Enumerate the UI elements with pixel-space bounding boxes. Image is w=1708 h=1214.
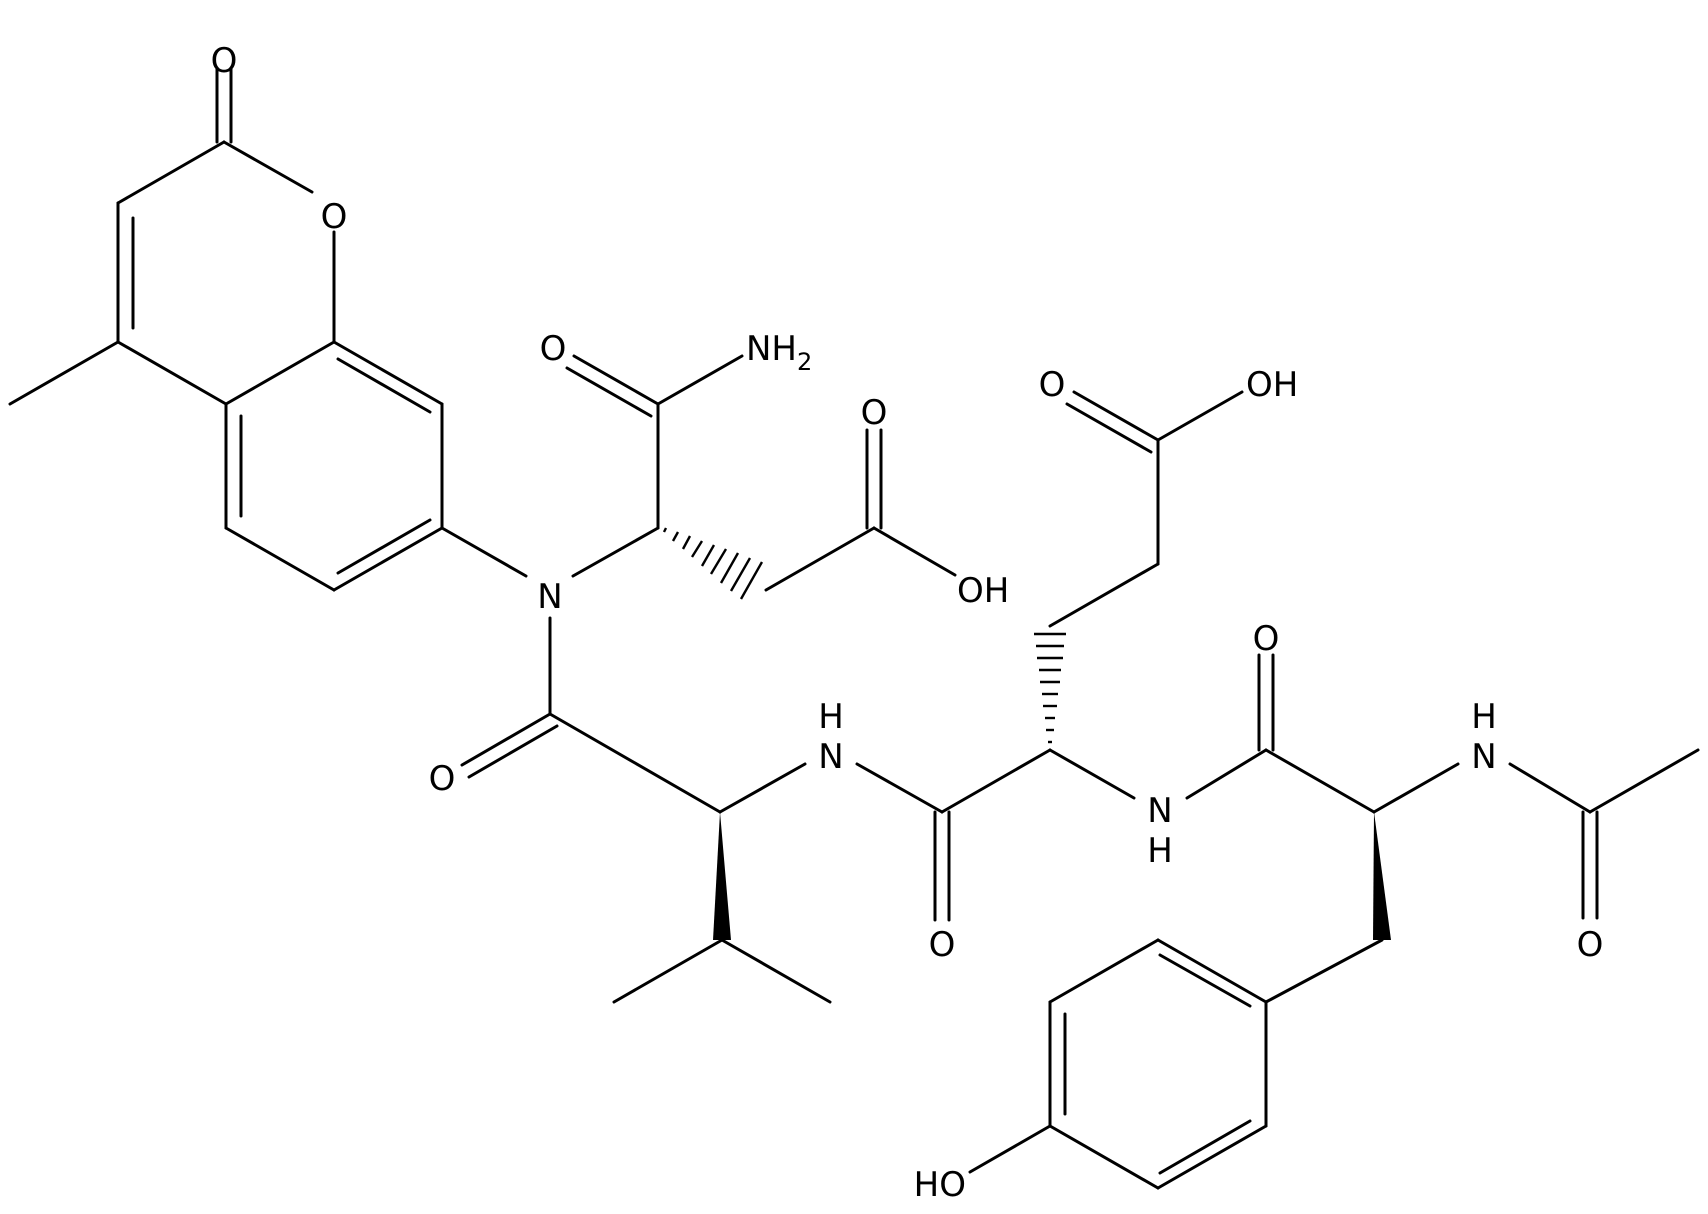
bond-amide-c-nh2 — [656, 354, 744, 406]
bond-tyr-cb-ring — [1264, 938, 1384, 1004]
wedge-val-ca-cb — [713, 812, 731, 940]
bond-ring-c2-c3 — [1048, 938, 1160, 1004]
atom-o-asp-acid: O — [861, 393, 888, 433]
bond-c7-c6 — [332, 526, 444, 592]
hash-asp — [709, 548, 728, 575]
atom-n-nh-val: N — [818, 737, 843, 777]
bond-val-co-o-b — [467, 724, 559, 779]
bond-glu-nh-tyr-co — [1185, 748, 1268, 800]
bond-asp-cooh-oh — [872, 526, 957, 577]
atom-o-glu-acid: O — [1039, 365, 1066, 405]
bond-val-ch-me2 — [720, 938, 832, 1004]
bond-tyr-nh-ac — [1508, 762, 1592, 814]
bond-n-asp-ca — [571, 526, 660, 578]
atom-h-nh-tyr: H — [1471, 697, 1497, 737]
bond-val-co-o-a — [460, 712, 552, 767]
atom-n-tertiary: N — [537, 577, 562, 617]
atom-oh-glu-acid: OH — [1246, 365, 1298, 405]
bond-asp-ch2-cooh — [764, 526, 876, 592]
bond-val-ch-me1 — [612, 938, 724, 1004]
bond-ac-ch3 — [1588, 748, 1700, 814]
bond-val-co-ca — [548, 712, 722, 814]
bond-tyr-co-ca — [1264, 748, 1376, 814]
bond-glu-cd-o-b — [1065, 402, 1153, 454]
atom-ho-phenol: HO — [914, 1165, 966, 1205]
bond-ring-c1-c2 — [1156, 938, 1268, 1004]
bond-glu-cd-o-a — [1072, 390, 1160, 442]
atom-o-lactone-carbonyl: O — [211, 41, 238, 81]
bond-c2-o1 — [222, 140, 314, 194]
bond-glu-co-ca — [940, 748, 1052, 814]
stereo-hashes — [662, 527, 1066, 744]
bond-amide-c-o-a — [572, 354, 660, 406]
bond-tyr-ca-nh — [1372, 762, 1460, 814]
bond-glu-cb-cg — [1048, 562, 1160, 628]
bonds — [8, 66, 1700, 1190]
bond-val-nh-glu-co — [855, 762, 944, 814]
bond-glu-ca-nh — [1048, 748, 1136, 800]
bond-c8a-c8 — [332, 340, 444, 406]
hash-asp — [700, 544, 716, 567]
bond-c4a-c8a — [224, 340, 336, 406]
bond-c2-c3 — [116, 140, 226, 205]
bond-c7-c6-inner — [336, 518, 432, 575]
atom-oh-asp-acid: OH — [957, 571, 1009, 611]
bond-ring-c5-c6 — [1156, 1124, 1268, 1190]
atom-nh2-main: NH — [746, 329, 797, 369]
atom-o-glu-carbonyl: O — [929, 925, 956, 965]
bond-ring-c4-c5 — [1048, 1124, 1160, 1190]
atom-o-val-carbonyl: O — [429, 759, 456, 799]
hash-asp — [681, 535, 692, 550]
atom-o-acetyl: O — [1577, 925, 1604, 965]
atom-h-nh-val: H — [818, 697, 844, 737]
atom-labels: O O N O NH2 O OH O OH O H N O N H O H N … — [211, 41, 1604, 1205]
bond-ring-c1-c2-inner — [1158, 953, 1252, 1008]
stereo-wedges — [713, 812, 1391, 940]
wedge-tyr-ca-cb — [1373, 812, 1391, 940]
atom-n-nh-glu: N — [1147, 791, 1172, 831]
bond-c4-c4a — [116, 340, 228, 406]
atom-o-amide-top: O — [540, 329, 567, 369]
hash-asp — [671, 531, 680, 542]
bond-c8a-c8-inner — [336, 357, 432, 414]
atom-nh2-subscript: 2 — [797, 348, 812, 376]
hash-asp — [662, 527, 668, 533]
atom-o-tyr-carbonyl: O — [1253, 619, 1280, 659]
atom-o-ring: O — [321, 197, 348, 237]
bond-c6-c5 — [224, 526, 336, 592]
bond-c7-n — [440, 526, 528, 578]
bond-val-ca-nh — [718, 762, 807, 814]
hash-asp — [719, 552, 740, 584]
bond-ring-c4-oh — [968, 1124, 1052, 1174]
bond-glu-cd-oh — [1156, 390, 1244, 442]
atom-h-nh-glu: H — [1147, 831, 1173, 871]
hash-asp — [739, 561, 764, 600]
bond-amide-c-o-b — [565, 366, 653, 418]
hash-asp — [690, 540, 704, 558]
bond-c4-methyl — [8, 340, 120, 406]
atom-n-nh-tyr: N — [1471, 737, 1496, 777]
bond-ring-c5-c6-inner — [1158, 1119, 1252, 1175]
atom-nh2: NH2 — [746, 329, 812, 376]
hash-asp — [729, 557, 752, 592]
